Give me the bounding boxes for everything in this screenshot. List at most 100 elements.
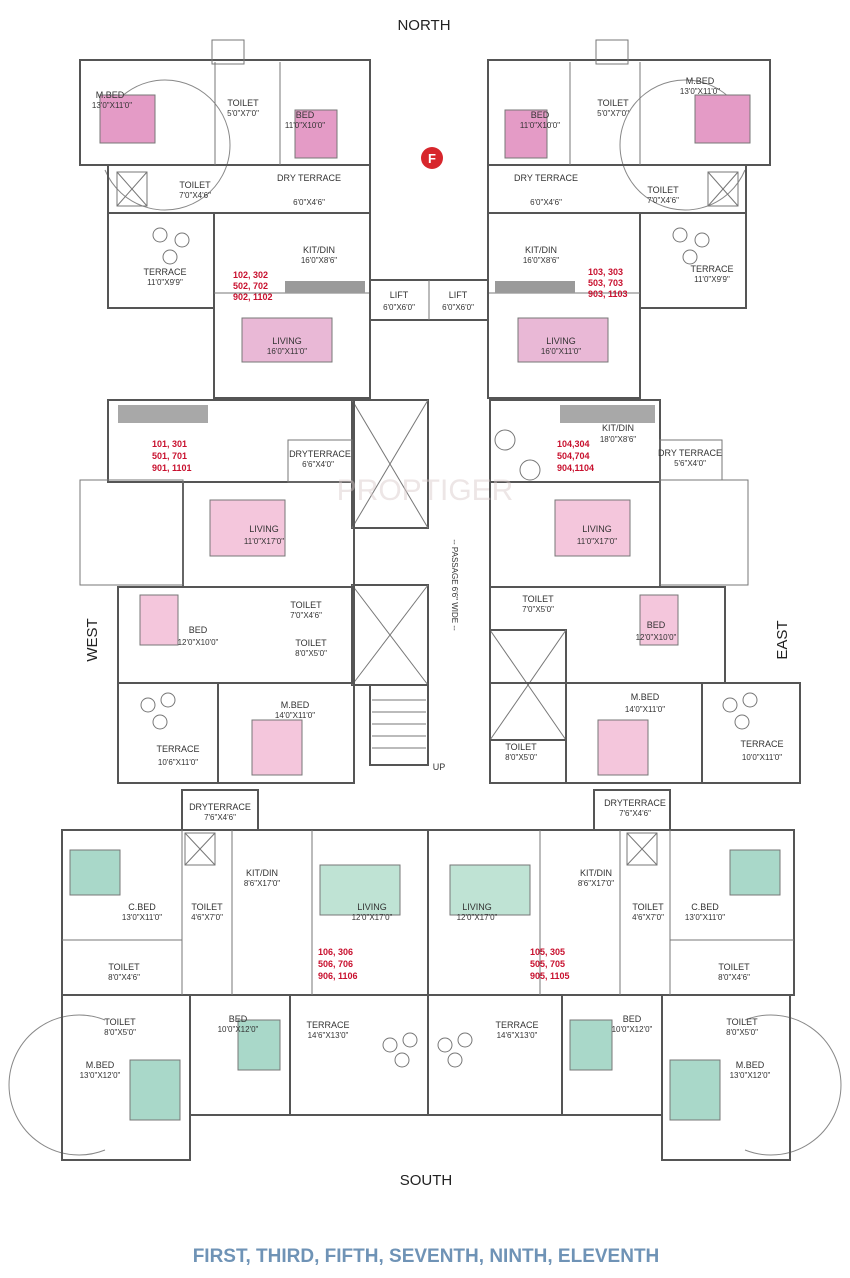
room-nw-mbed-dim: 13'0"X11'0"	[92, 101, 132, 110]
room-se-toilet3-label: TOILET	[726, 1017, 758, 1027]
room-ne-living-dim: 16'0"X11'0"	[541, 347, 581, 356]
room-ne-kitdin-dim: 16'0"X8'6"	[523, 256, 559, 265]
room-e-toilet2-dim: 8'0"X5'0"	[505, 753, 537, 762]
room-nw-toilet-dim: 5'0"X7'0"	[227, 109, 259, 118]
room-se-terrace-dim: 14'6"X13'0"	[497, 1031, 538, 1040]
room-ne-toilet-dim: 5'0"X7'0"	[597, 109, 629, 118]
unit-ne-number-1: 103, 303	[588, 267, 623, 277]
unit-se-number-2: 505, 705	[530, 959, 565, 969]
room-w-bed-dim: 12'0"X10'0"	[178, 638, 219, 647]
room-sw-bed-dim: 10'0"X12'0"	[218, 1025, 259, 1034]
compass-east: EAST	[774, 620, 791, 659]
room-e-toilet-label: TOILET	[522, 594, 554, 604]
room-sw-mbed-dim: 13'0"X12'0"	[80, 1071, 121, 1080]
compass-south: SOUTH	[400, 1172, 453, 1189]
floor-marker-letter: F	[428, 151, 436, 166]
room-sw-dryterrace-dim: 7'6"X4'6"	[204, 813, 236, 822]
room-se-kitdin-dim: 8'6"X17'0"	[578, 879, 614, 888]
room-w-living-label: LIVING	[249, 524, 279, 534]
room-ne-dryterrace-dim: 6'0"X4'6"	[530, 198, 562, 207]
room-w-terrace-label: TERRACE	[156, 744, 199, 754]
unit-nw-number-1: 102, 302	[233, 270, 268, 280]
room-nw-toilet2-dim: 7'0"X4'6"	[179, 191, 211, 200]
unit-nw-number-2: 502, 702	[233, 281, 268, 291]
room-nw-toilet-label: TOILET	[227, 98, 259, 108]
room-nw-bed-dim: 11'0"X10'0"	[285, 121, 325, 130]
unit-ne-number-2: 503, 703	[588, 278, 623, 288]
room-ne-terrace-dim: 11'0"X9'9"	[694, 275, 730, 284]
lift-left-label: LIFT	[390, 290, 409, 300]
unit-ne: BED 11'0"X10'0" TOILET 5'0"X7'0" M.BED 1…	[487, 39, 771, 399]
lift-right-dim: 6'0"X6'0"	[442, 303, 474, 312]
room-w-toilet2-label: TOILET	[295, 638, 327, 648]
compass-north: NORTH	[397, 17, 450, 34]
stair-up-label: UP	[433, 762, 446, 772]
room-sw-toilet-label: TOILET	[191, 902, 223, 912]
room-nw-living-dim: 16'0"X11'0"	[267, 347, 307, 356]
room-nw-mbed-label: M.BED	[96, 90, 125, 100]
room-se-bed-dim: 10'0"X12'0"	[612, 1025, 653, 1034]
unit-se-number-1: 105, 305	[530, 947, 565, 957]
room-sw-cbed-label: C.BED	[128, 902, 156, 912]
room-se-toilet2-dim: 8'0"X4'6"	[718, 973, 750, 982]
room-sw-living-dim: 12'0"X17'0"	[352, 913, 393, 922]
room-w-dryterrace-dim: 6'6"X4'0"	[302, 460, 334, 469]
room-e-kitdin-label: KIT/DIN	[602, 423, 634, 433]
room-ne-bed-dim: 11'0"X10'0"	[520, 121, 560, 130]
unit-e: KIT/DIN 18'0"X8'6" 104,304 504,704 904,1…	[489, 399, 801, 784]
room-nw-terrace-label: TERRACE	[143, 267, 186, 277]
unit-sw-number-2: 506, 706	[318, 959, 353, 969]
room-se-mbed-label: M.BED	[736, 1060, 765, 1070]
room-se-toilet-dim: 4'6"X7'0"	[632, 913, 664, 922]
room-sw-toilet-dim: 4'6"X7'0"	[191, 913, 223, 922]
room-ne-terrace-label: TERRACE	[690, 264, 733, 274]
passage-label: -- PASSAGE 6'6" WIDE --	[450, 539, 459, 631]
room-e-terrace-dim: 10'0"X11'0"	[742, 753, 782, 762]
room-nw-kitdin-label: KIT/DIN	[303, 245, 335, 255]
room-sw-dryterrace-label: DRYTERRACE	[189, 802, 251, 812]
unit-ne-number-3: 903, 1103	[588, 289, 628, 299]
floor-marker-badge: F	[421, 147, 443, 169]
room-sw-terrace-dim: 14'6"X13'0"	[308, 1031, 349, 1040]
room-sw-cbed-dim: 13'0"X11'0"	[122, 913, 162, 922]
room-w-toilet-dim: 7'0"X4'6"	[290, 611, 322, 620]
room-se-terrace-label: TERRACE	[495, 1020, 538, 1030]
room-e-mbed-label: M.BED	[631, 692, 660, 702]
room-sw-toilet3-dim: 8'0"X5'0"	[104, 1028, 136, 1037]
room-se-cbed-label: C.BED	[691, 902, 719, 912]
room-sw-terrace-label: TERRACE	[306, 1020, 349, 1030]
room-e-dryterrace-dim: 5'6"X4'0"	[674, 459, 706, 468]
room-ne-toilet2-dim: 7'0"X4'6"	[647, 196, 679, 205]
room-sw-living-label: LIVING	[357, 902, 387, 912]
room-se-toilet2-label: TOILET	[718, 962, 750, 972]
room-e-kitdin-dim: 18'0"X8'6"	[600, 435, 636, 444]
room-se-mbed-dim: 13'0"X12'0"	[730, 1071, 771, 1080]
room-nw-kitdin-dim: 16'0"X8'6"	[301, 256, 337, 265]
room-e-mbed-dim: 14'0"X11'0"	[625, 705, 665, 714]
room-nw-terrace-dim: 11'0"X9'9"	[147, 278, 183, 287]
unit-nw-number-3: 902, 1102	[233, 292, 273, 302]
room-sw-kitdin-dim: 8'6"X17'0"	[244, 879, 280, 888]
room-w-bed-label: BED	[189, 625, 208, 635]
unit-se: DRYTERRACE 7'6"X4'6" KIT/DIN 8'6"X17'0" …	[427, 789, 795, 1161]
room-ne-kitdin-label: KIT/DIN	[525, 245, 557, 255]
room-e-living-dim: 11'0"X17'0"	[577, 537, 617, 546]
unit-sw-number-3: 906, 1106	[318, 971, 358, 981]
room-sw-mbed-label: M.BED	[86, 1060, 115, 1070]
room-e-living-label: LIVING	[582, 524, 612, 534]
room-ne-toilet-label: TOILET	[597, 98, 629, 108]
room-w-toilet2-dim: 8'0"X5'0"	[295, 649, 327, 658]
room-nw-bed-label: BED	[296, 110, 315, 120]
room-nw-living-label: LIVING	[272, 336, 302, 346]
room-se-bed-label: BED	[623, 1014, 642, 1024]
room-e-toilet-dim: 7'0"X5'0"	[522, 605, 554, 614]
unit-nw: M.BED 13'0"X11'0" TOILET 5'0"X7'0" BED 1…	[79, 39, 371, 399]
room-e-bed-label: BED	[647, 620, 666, 630]
room-se-toilet3-dim: 8'0"X5'0"	[726, 1028, 758, 1037]
room-ne-dryterrace-label: DRY TERRACE	[514, 173, 578, 183]
lift-right-label: LIFT	[449, 290, 468, 300]
room-nw-dryterrace-label: DRY TERRACE	[277, 173, 341, 183]
unit-w-number-3: 901, 1101	[152, 463, 192, 473]
room-w-living-dim: 11'0"X17'0"	[244, 537, 284, 546]
